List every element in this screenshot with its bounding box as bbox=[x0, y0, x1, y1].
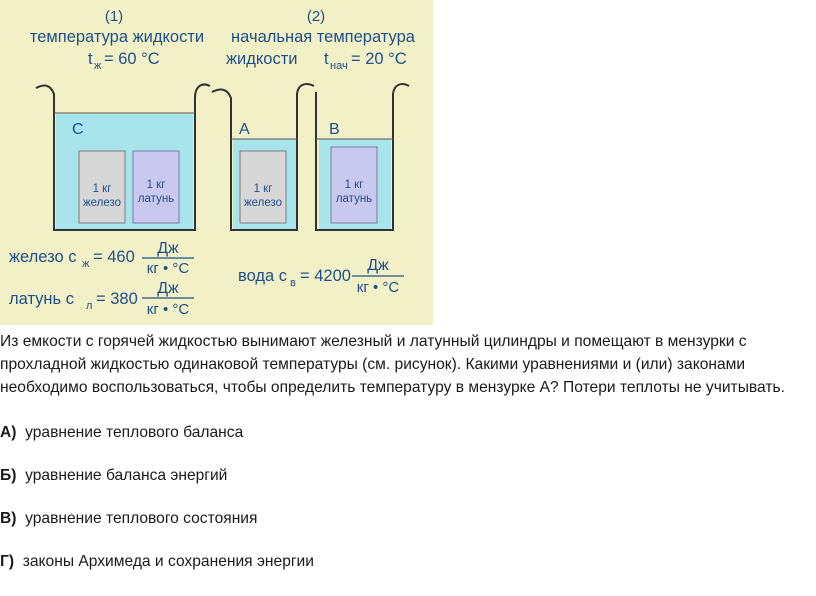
iron-cylinder-c bbox=[78, 150, 126, 224]
iron-heat-prefix: железо с bbox=[9, 248, 77, 266]
brass-unit-num: Дж bbox=[157, 280, 179, 297]
iron-cylinder-c-label: железо bbox=[83, 197, 121, 209]
label-2: (2) bbox=[307, 8, 325, 25]
brass-unit-den: кг • °С bbox=[147, 301, 190, 318]
iron-unit-num: Дж bbox=[157, 240, 179, 257]
title-2: начальная температура bbox=[231, 28, 416, 46]
physics-diagram: (1) (2) температура жидкости начальная т… bbox=[0, 0, 433, 325]
beaker-b-label: В bbox=[329, 121, 340, 138]
brass-cylinder-b bbox=[330, 146, 378, 224]
answer-option-d-text: законы Архимеда и сохранения энергии bbox=[22, 553, 314, 570]
answer-option-a-text: уравнение теплового баланса bbox=[25, 424, 244, 441]
problem-text: Из емкости с горячей жидкостью вынимают … bbox=[0, 333, 785, 396]
answer-option-c-letter: В) bbox=[0, 510, 17, 527]
t-liquid-value: = 60 °С bbox=[104, 50, 160, 68]
vessel-c-label: С bbox=[72, 121, 84, 138]
label-1: (1) bbox=[105, 8, 123, 25]
answer-option-b-text: уравнение баланса энергий bbox=[25, 467, 228, 484]
answer-option-a-letter: А) bbox=[0, 424, 17, 441]
iron-cylinder-a-mass: 1 кг bbox=[254, 183, 273, 195]
iron-unit-den: кг • °С bbox=[147, 260, 190, 277]
answer-option-b[interactable]: Б) уравнение баланса энергий bbox=[0, 467, 227, 485]
t-initial-value: = 20 °С bbox=[351, 50, 407, 68]
brass-heat-sub: л bbox=[86, 300, 92, 312]
t-liquid-symbol: t bbox=[88, 50, 93, 68]
iron-cylinder-a-label: железо bbox=[244, 197, 282, 209]
answer-option-b-letter: Б) bbox=[0, 467, 17, 484]
answer-option-a[interactable]: А) уравнение теплового баланса bbox=[0, 424, 243, 442]
water-unit-den: кг • °С bbox=[357, 279, 400, 296]
answer-option-d[interactable]: Г) законы Архимеда и сохранения энергии bbox=[0, 553, 314, 571]
brass-cylinder-c-mass: 1 кг bbox=[147, 179, 166, 191]
t-liquid-sub: ж bbox=[94, 60, 102, 72]
beaker-a-label: А bbox=[239, 121, 250, 138]
iron-heat-sub: ж bbox=[82, 258, 90, 270]
iron-cylinder-a bbox=[239, 150, 287, 224]
answer-option-c-text: уравнение теплового состояния bbox=[25, 510, 258, 527]
water-heat-prefix: вода с bbox=[238, 267, 287, 285]
brass-cylinder-b-mass: 1 кг bbox=[345, 179, 364, 191]
t-initial-symbol: t bbox=[324, 50, 329, 68]
answer-option-d-letter: Г) bbox=[0, 553, 15, 570]
title-1: температура жидкости bbox=[30, 28, 204, 46]
iron-cylinder-c-mass: 1 кг bbox=[93, 183, 112, 195]
water-unit-num: Дж bbox=[367, 257, 389, 274]
water-heat-sub: в bbox=[290, 277, 296, 289]
brass-cylinder-b-label: латунь bbox=[336, 193, 372, 205]
answer-option-c[interactable]: В) уравнение теплового состояния bbox=[0, 510, 257, 528]
brass-heat-prefix: латунь с bbox=[9, 290, 74, 308]
title-2-line2: жидкости bbox=[226, 50, 298, 68]
brass-cylinder-c bbox=[132, 150, 180, 224]
iron-heat-value: = 460 bbox=[93, 248, 135, 266]
t-initial-sub: нач bbox=[330, 60, 348, 72]
brass-heat-value: = 380 bbox=[96, 290, 138, 308]
water-heat-value: = 4200 bbox=[300, 267, 351, 285]
brass-cylinder-c-label: латунь bbox=[138, 193, 174, 205]
